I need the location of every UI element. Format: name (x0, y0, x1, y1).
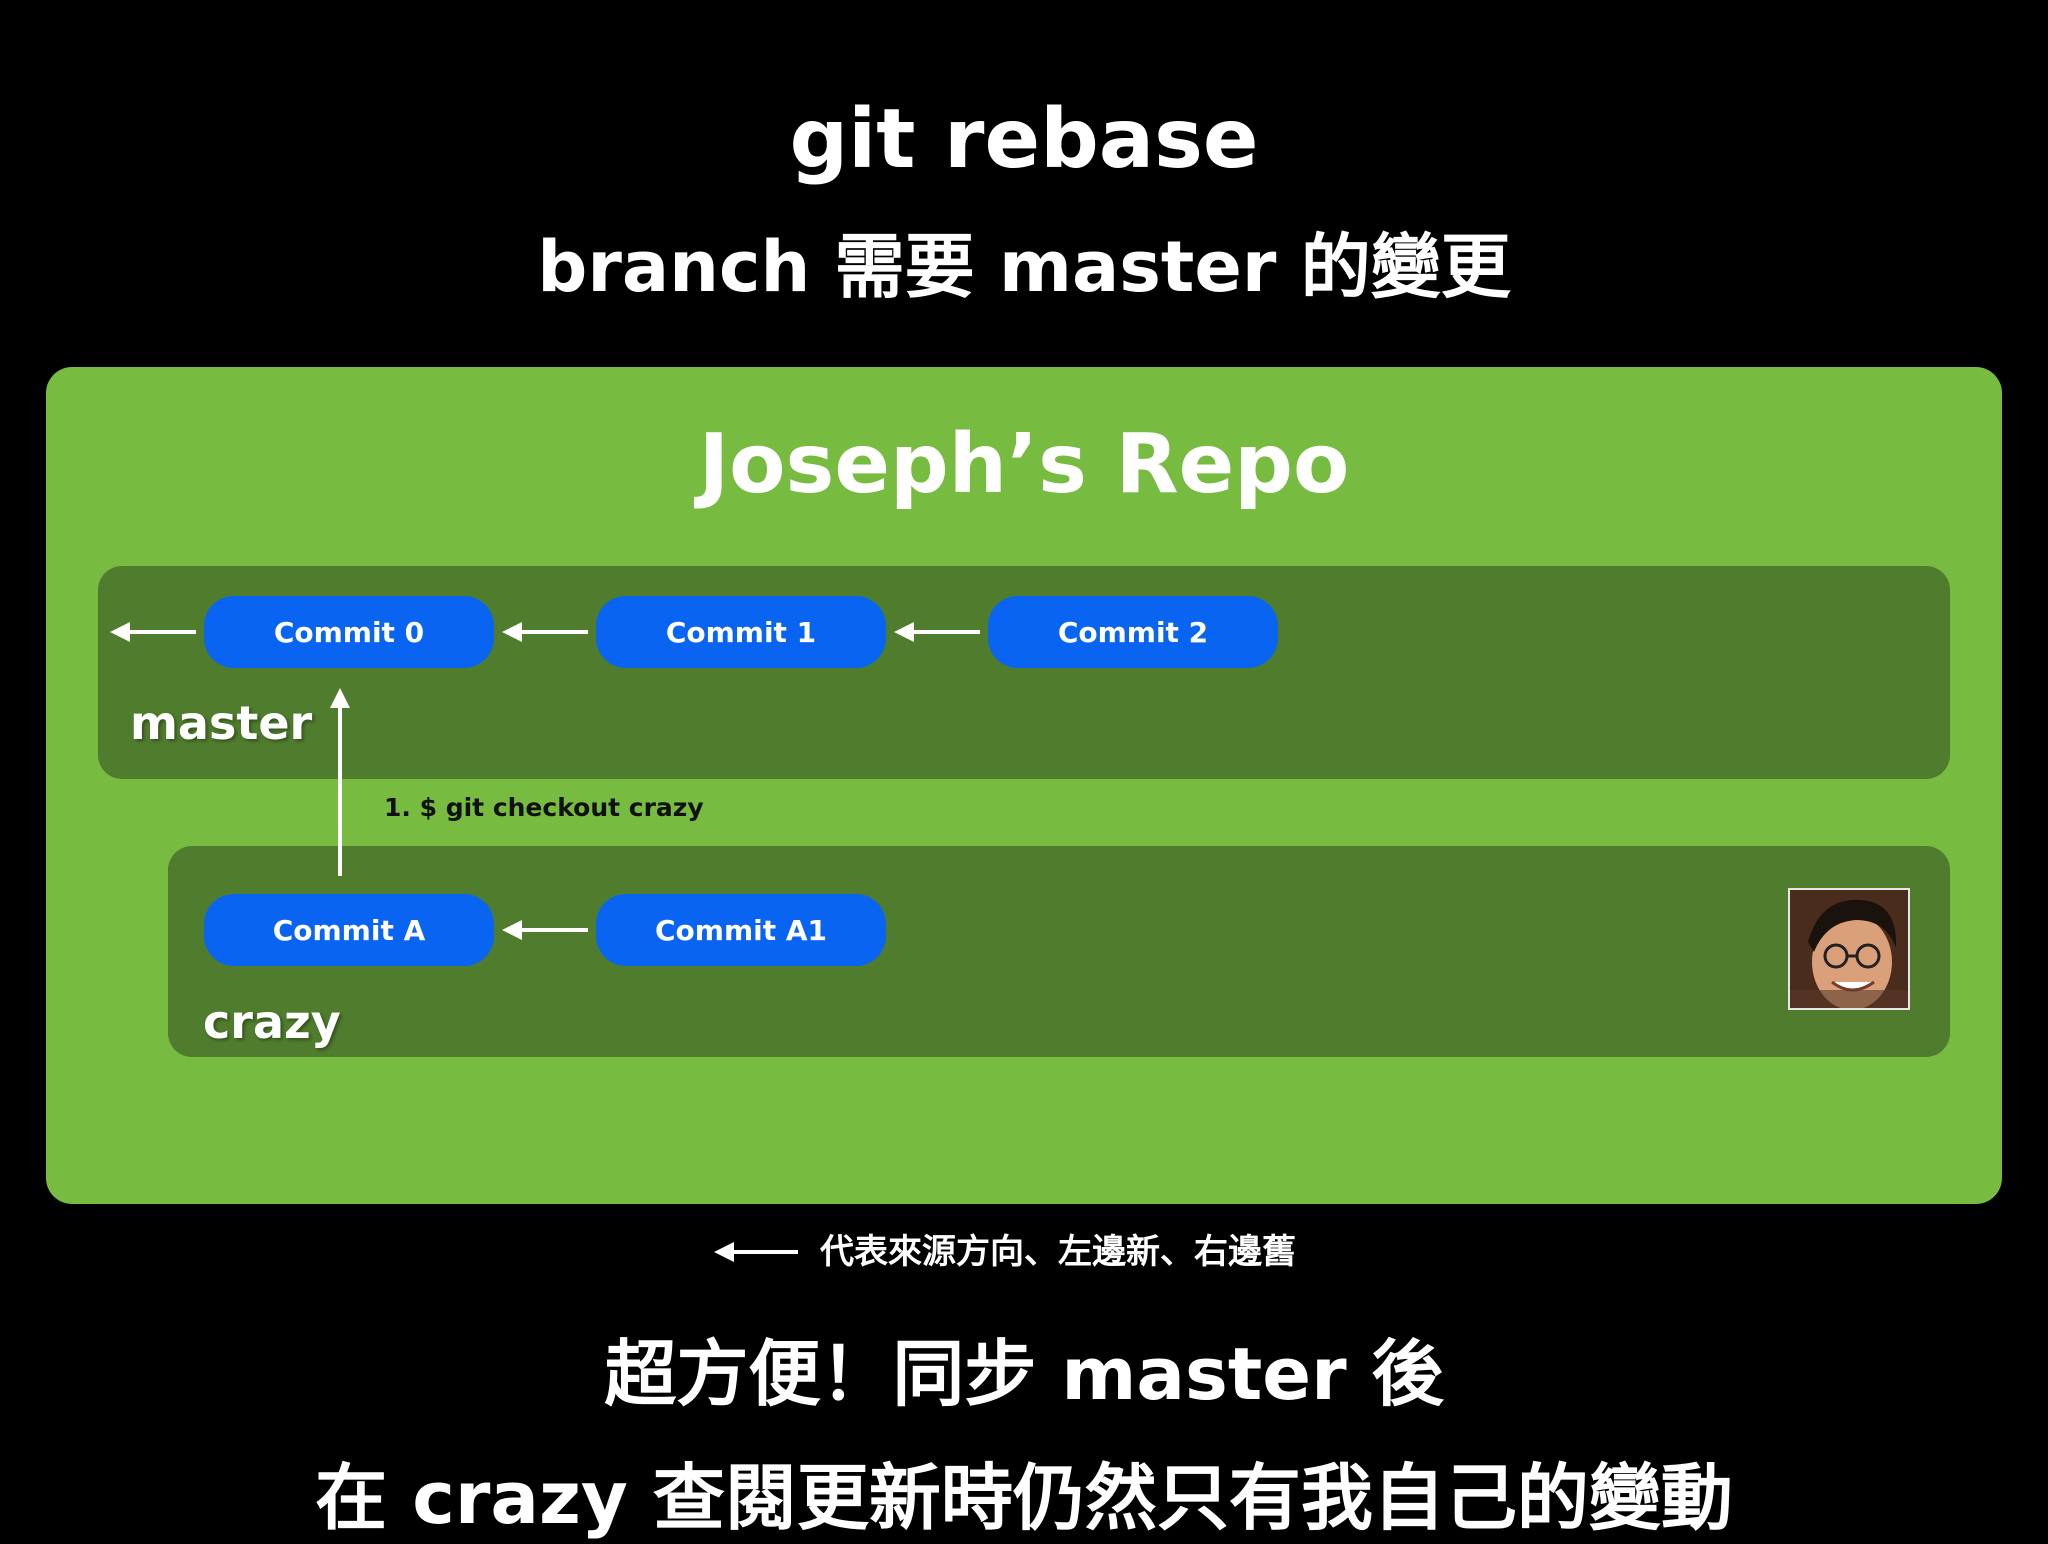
checkout-command-label: 1. $ git checkout crazy (384, 793, 704, 822)
arrow-commit1-to-commit0 (502, 622, 588, 642)
slide-title: git rebase (789, 92, 1259, 187)
arrow-crazy-to-commit0 (330, 688, 350, 876)
arrow-commitA1-to-commitA (502, 920, 588, 940)
arrow-master-out (110, 622, 196, 642)
user-avatar (1788, 888, 1910, 1010)
commit-a1-node: Commit A1 (596, 894, 886, 966)
master-branch-label: master (130, 696, 313, 750)
arrow-commit2-to-commit1 (894, 622, 980, 642)
commit-1-node: Commit 1 (596, 596, 886, 668)
footer-line-1: 超方便！同步 master 後 (604, 1332, 1444, 1416)
crazy-branch-label: crazy (203, 995, 341, 1049)
commit-2-node: Commit 2 (988, 596, 1278, 668)
repo-panel: Joseph’s Repo (46, 367, 2002, 1204)
commit-0-node: Commit 0 (204, 596, 494, 668)
avatar-face-icon (1790, 890, 1908, 1008)
footer-line-2: 在 crazy 查閱更新時仍然只有我自己的變動 (315, 1456, 1733, 1540)
repo-title: Joseph’s Repo (698, 417, 1350, 512)
slide-subtitle: branch 需要 master 的變更 (537, 226, 1511, 308)
commit-a-node: Commit A (204, 894, 494, 966)
legend-text: 代表來源方向、左邊新、右邊舊 (820, 1232, 1296, 1272)
legend-arrow-icon (714, 1242, 798, 1262)
